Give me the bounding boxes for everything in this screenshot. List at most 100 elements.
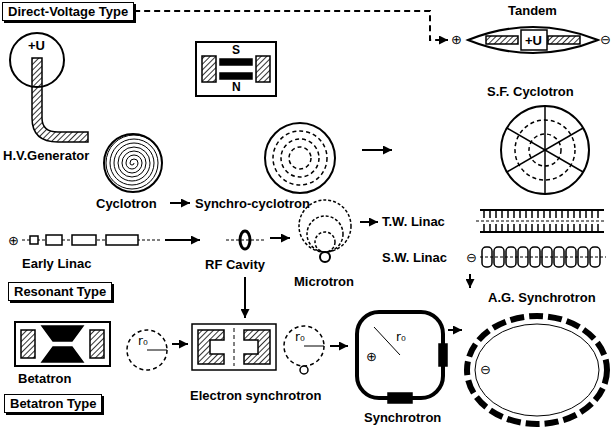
beam-line (476, 221, 606, 222)
type-heading-box: Betatron Type (4, 394, 102, 413)
rf-section (388, 393, 412, 403)
orbit (307, 216, 343, 252)
machine-name: S.W. Linac (382, 250, 447, 265)
type-heading: Betatron Type (10, 396, 96, 411)
lineage-arrow (270, 237, 290, 239)
terminal (521, 30, 547, 50)
iris-disks (484, 210, 598, 218)
machine-figure: S.F. Cyclotron (392, 80, 610, 198)
drift-tube (46, 235, 62, 245)
machine-name: S.F. Cyclotron (487, 84, 574, 99)
lineage-arrow (330, 345, 348, 347)
beam-line (226, 240, 264, 241)
type-heading-box: Direct-Voltage Type (2, 2, 134, 21)
synchrotron-ring (357, 312, 443, 398)
magnet-pole (220, 73, 252, 79)
radius-line (147, 350, 167, 351)
magnet-coil (21, 330, 35, 358)
cavity-cell (518, 247, 528, 267)
machine-name: Synchro-cyclotron (195, 196, 310, 211)
cavity-cell (578, 247, 588, 267)
machine-figure: Early Linac (4, 226, 165, 273)
connectors (134, 11, 470, 346)
lineage-arrow (134, 11, 448, 40)
lineage-arrow (170, 202, 190, 204)
cavity-cell (542, 247, 552, 267)
magnet-pole (42, 326, 83, 341)
sector-border (507, 128, 583, 172)
charge-symbol: ⊕ (8, 233, 19, 248)
rf-cavity (240, 231, 250, 249)
orbit (284, 326, 324, 366)
machine-name: Tandem (508, 3, 557, 18)
magnet-pole (220, 59, 252, 65)
magnet-ring (467, 316, 607, 424)
accelerating-tube (32, 58, 88, 142)
vacuum-chamber (475, 324, 599, 416)
radius-line (304, 346, 324, 347)
axis-line (234, 328, 235, 366)
cavity-cell (566, 247, 576, 267)
charge-symbol: ⊕ (451, 32, 462, 47)
machine-figure: RF Cavity (200, 224, 270, 277)
charge-symbol: ⊖ (600, 32, 611, 47)
orbit (289, 147, 311, 169)
lineage-arrow (172, 343, 188, 345)
machine-name: Synchrotron (364, 410, 441, 425)
betatron-yoke (15, 322, 110, 366)
charge-symbol: ⊕ (366, 349, 377, 364)
tandem-tank (468, 27, 598, 53)
sector-cyclotron-outline (501, 106, 589, 194)
lineage-arrow (448, 329, 462, 331)
machine-figure: A.G. Synchrotron (462, 288, 613, 432)
magnet-coil (202, 56, 216, 82)
voltage-label: +U (28, 38, 45, 53)
machine-figure: S.W. Linac (378, 240, 610, 274)
beam-line (480, 257, 606, 258)
machine-name: Cyclotron (96, 196, 157, 211)
magnet-pole-label: S (232, 43, 240, 57)
machine-name: H.V.Generator (3, 148, 89, 163)
cavity-cell (494, 247, 504, 267)
orbit (273, 131, 327, 185)
drawings (10, 27, 607, 424)
cavity-cell (482, 247, 492, 267)
machine-figure: T.W. Linac (378, 202, 610, 236)
cavity-cell (554, 247, 564, 267)
iris-disks (484, 224, 598, 232)
lineage-arrow (244, 277, 246, 318)
lineage-arrow (362, 149, 392, 151)
c-magnet (198, 330, 224, 364)
radius-label: r₀ (396, 330, 406, 344)
lineage-arrow (165, 239, 200, 241)
machine-name: T.W. Linac (382, 214, 445, 229)
magnet-block (439, 344, 447, 366)
c-magnet (244, 330, 270, 364)
synchrotron-magnet-frame (192, 324, 276, 370)
drift-tube (106, 235, 138, 245)
machine-figure: Betatron (8, 318, 172, 388)
charge-symbol: ⊖ (466, 250, 477, 265)
drift-tube (30, 236, 38, 244)
voltage-label: +U (525, 33, 542, 48)
synchrocyclotron-outline (265, 123, 335, 193)
type-heading: Direct-Voltage Type (8, 4, 128, 19)
magnet-coil (90, 330, 104, 358)
rf-cavity (320, 252, 330, 262)
machine-name: Early Linac (22, 256, 91, 271)
machine-figure: Synchrotron (348, 300, 448, 428)
type-heading: Resonant Type (14, 284, 106, 299)
machine-name: A.G. Synchrotron (488, 290, 596, 305)
charge-symbol: ⊖ (480, 362, 491, 377)
machine-figure: Electron synchrotron (188, 318, 330, 405)
radius-label: r₀ (138, 334, 148, 348)
magnet-coil (256, 56, 270, 82)
machine-name: Betatron (18, 371, 71, 386)
magnet-pole-label: N (232, 80, 241, 94)
magnet-yoke (196, 42, 276, 96)
magnet-pole (42, 347, 83, 362)
spiral-orbit (106, 135, 162, 189)
